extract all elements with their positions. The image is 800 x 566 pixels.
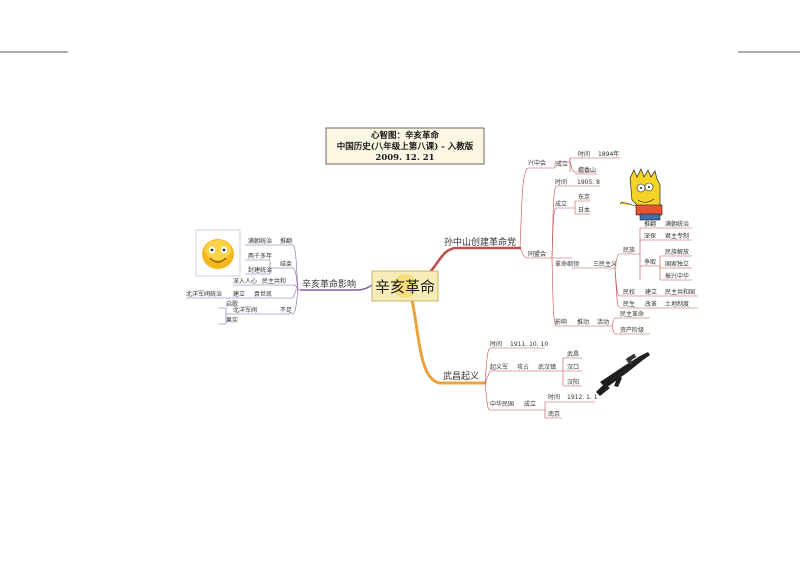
smiley-face-icon xyxy=(195,229,241,277)
center-node[interactable]: 辛亥革命 xyxy=(371,270,439,302)
node-im-end[interactable]: 结束 xyxy=(280,260,292,268)
node-xzh-year[interactable]: 1894年 xyxy=(598,150,619,158)
node-minsheng[interactable]: 民生 xyxy=(623,300,635,308)
node-im-overthrow[interactable]: 推翻 xyxy=(280,237,292,245)
uprising-connectors xyxy=(484,347,595,419)
node-im-yuan[interactable]: 袁世凯 xyxy=(254,290,272,298)
node-up-attack[interactable]: 攻占 xyxy=(517,363,529,371)
node-im-qing[interactable]: 满朝统治 xyxy=(248,237,272,245)
node-xzh-place[interactable]: 檀香山 xyxy=(578,166,596,174)
uprising-nodes: 时间 1911. 10. 10 起义军 攻占 武汉镇 武昌 汉口 汉阳 中华民国… xyxy=(490,340,598,418)
node-independence[interactable]: 国家独立 xyxy=(665,260,689,268)
node-up-nanjing[interactable]: 南京 xyxy=(548,410,560,418)
node-im-popular[interactable]: 深入人心 xyxy=(233,277,257,285)
node-tmh[interactable]: 同盟会 xyxy=(528,250,546,258)
node-up-time2[interactable]: 时间 xyxy=(548,393,560,401)
node-im-twothousand[interactable]: 两千多年 xyxy=(248,252,272,260)
node-up-found[interactable]: 成立 xyxy=(524,400,536,408)
node-three[interactable]: 三民主义 xyxy=(593,260,617,268)
title-line-3: 2009. 12. 21 xyxy=(375,153,434,163)
node-xzh[interactable]: 兴中会 xyxy=(528,159,546,167)
branch-label-uprising[interactable]: 武昌起义 xyxy=(443,370,479,382)
node-promote[interactable]: 推动 xyxy=(577,318,589,326)
node-im-beiyang[interactable]: 北洋军阀统治 xyxy=(186,290,222,298)
node-up-roc[interactable]: 中华民国 xyxy=(490,400,514,408)
node-im-insufficient[interactable]: 不足 xyxy=(280,307,292,314)
node-im-feudal[interactable]: 封建统治 xyxy=(248,266,272,274)
party-connectors xyxy=(519,157,698,335)
branch-label-impact[interactable]: 辛亥革命影响 xyxy=(302,278,356,290)
node-up-wuchang[interactable]: 武昌 xyxy=(567,350,579,358)
node-up-time[interactable]: 时间 xyxy=(490,340,502,348)
node-land[interactable]: 土地制度 xyxy=(665,300,689,308)
node-republic[interactable]: 民主共和国 xyxy=(665,288,695,296)
node-autocracy[interactable]: 君主专制 xyxy=(665,232,689,240)
impact-connectors xyxy=(186,244,300,325)
node-influence[interactable]: 影响 xyxy=(555,318,567,326)
node-tuifan[interactable]: 推翻 xyxy=(644,220,656,228)
branch-line-uprising xyxy=(410,298,487,385)
party-nodes: 兴中会 成立 时间 1894年 檀香山 同盟会 时间 1905. 8 成立 东京… xyxy=(528,150,695,334)
title-box: 心智图：辛亥革命 中国历史(八年级上第八课) - 入教版 2009. 12. 2… xyxy=(325,127,485,165)
node-up-date2[interactable]: 1912. 1. 1 xyxy=(567,394,598,401)
branch-line-party xyxy=(423,246,522,280)
node-tmh-found[interactable]: 成立 xyxy=(555,200,567,208)
node-im-establish[interactable]: 建立 xyxy=(233,290,245,298)
node-up-wuhan[interactable]: 武汉镇 xyxy=(538,363,556,371)
branch-label-party[interactable]: 孙中山创建革命党 xyxy=(444,236,516,248)
node-im-result[interactable]: 果实 xyxy=(226,316,238,324)
node-xzh-found[interactable]: 成立 xyxy=(556,160,568,168)
cartoon-character-icon xyxy=(619,168,663,221)
node-up-army[interactable]: 起义军 xyxy=(490,363,508,371)
center-label: 辛亥革命 xyxy=(375,278,435,296)
node-revive[interactable]: 振兴中华 xyxy=(665,272,689,280)
rifle-icon xyxy=(596,352,650,396)
node-im-enlighten[interactable]: 启歌 xyxy=(226,300,238,308)
node-up-hanyang[interactable]: 汉阳 xyxy=(567,378,579,386)
node-minzu[interactable]: 民族 xyxy=(623,246,635,254)
node-minquan[interactable]: 民权 xyxy=(623,288,635,296)
node-up-hankou[interactable]: 汉口 xyxy=(567,363,579,371)
branch-line-impact xyxy=(300,284,373,291)
impact-nodes: 推翻 满朝统治 结束 两千多年 封建统治 民主共和 深入人心 袁世凯 建立 北洋… xyxy=(186,237,292,324)
node-japan[interactable]: 日本 xyxy=(578,206,590,214)
node-build[interactable]: 建立 xyxy=(645,288,657,296)
node-tmh-time[interactable]: 时间 xyxy=(555,178,567,186)
node-tmh-date[interactable]: 1905. 8 xyxy=(577,179,600,186)
node-democratic-rev[interactable]: 民主革命 xyxy=(620,310,644,318)
node-im-democracy[interactable]: 民主共和 xyxy=(262,277,286,285)
node-qing[interactable]: 满朝统治 xyxy=(665,220,689,228)
node-strive[interactable]: 争取 xyxy=(644,258,656,266)
node-program[interactable]: 革命纲领 xyxy=(555,260,579,268)
title-line-1: 心智图：辛亥革命 xyxy=(371,130,440,141)
node-bourgeoisie[interactable]: 资产阶级 xyxy=(620,326,644,334)
node-plunder[interactable]: 深探 xyxy=(644,232,656,240)
node-reform[interactable]: 改革 xyxy=(645,300,657,308)
node-up-date[interactable]: 1911. 10. 10 xyxy=(510,341,548,348)
node-xzh-time[interactable]: 时间 xyxy=(578,150,590,158)
node-im-beiyang-army[interactable]: 北洋军阀 xyxy=(233,306,257,314)
node-activity[interactable]: 活动 xyxy=(597,318,609,326)
node-liberation[interactable]: 民族解放 xyxy=(665,248,689,256)
node-tokyo[interactable]: 东京 xyxy=(578,193,590,201)
title-line-2: 中国历史(八年级上第八课) - 入教版 xyxy=(337,141,474,152)
